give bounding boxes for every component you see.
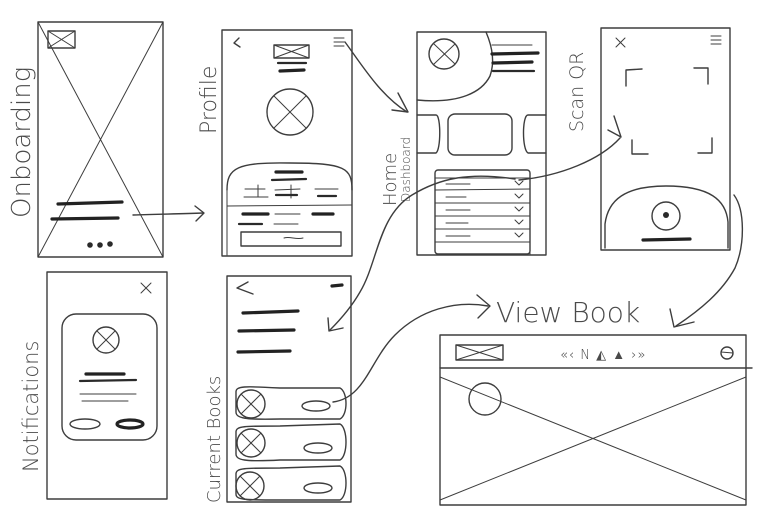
book-list (434, 169, 531, 255)
close-icon[interactable] (615, 37, 626, 48)
home-dashboard-screen: Home Dashboard (380, 31, 547, 256)
flow-arrow (518, 115, 622, 181)
flow-arrow (132, 205, 205, 222)
profile-button[interactable] (240, 231, 342, 247)
pagination-dots (87, 241, 113, 248)
header-curve (416, 31, 494, 102)
current-books-frame (226, 275, 352, 503)
view-book-frame (439, 334, 747, 506)
divider (226, 204, 353, 207)
scan-qr-label: Scan QR (566, 52, 588, 132)
current-books-label: Current Books (204, 376, 225, 503)
home-label: Home (380, 153, 401, 206)
text-line (241, 309, 300, 315)
settings-icon[interactable] (720, 346, 734, 360)
text-line (278, 68, 306, 73)
text-line (270, 177, 308, 182)
logo-placeholder (455, 344, 504, 361)
book-item[interactable] (235, 465, 347, 501)
button-label-scribble (283, 236, 304, 240)
accept-button[interactable] (115, 418, 145, 430)
flow-arrow (332, 294, 491, 403)
profile-frame (221, 29, 353, 257)
back-icon (233, 37, 241, 48)
list-rows[interactable] (434, 180, 531, 243)
text-line (237, 328, 296, 333)
view-book-label: View Book (496, 296, 640, 329)
flow-arrow (344, 41, 409, 113)
notification-card (61, 313, 158, 441)
text-line (78, 378, 138, 383)
menu-icon (333, 37, 345, 47)
text-line (641, 237, 692, 242)
flow-arrow (669, 194, 744, 328)
profile-screen: Profile (197, 29, 353, 257)
logo-placeholder (47, 30, 76, 49)
back-icon[interactable] (236, 281, 254, 295)
avatar (428, 38, 460, 70)
notifications-label: Notifications (19, 341, 43, 472)
flow-arrow (327, 175, 516, 332)
close-icon[interactable] (140, 282, 152, 294)
onboarding-screen: Onboarding (7, 21, 164, 258)
scan-frame (600, 27, 731, 251)
book-item[interactable] (235, 423, 347, 462)
reader-nav-controls[interactable]: «‹ N ◭ ▲ ›» (560, 348, 646, 363)
onboarding-frame (37, 21, 164, 258)
category-cards[interactable] (416, 113, 547, 156)
profile-label: Profile (197, 66, 222, 134)
text-line (490, 51, 540, 56)
menu-icon[interactable] (330, 283, 344, 288)
scan-panel (604, 185, 729, 249)
stats-row (243, 184, 339, 199)
avatar (266, 88, 314, 136)
current-books-screen: Current Books (204, 275, 352, 503)
dashboard-label: Dashboard (399, 137, 413, 202)
book-item[interactable] (235, 386, 347, 420)
menu-icon[interactable] (710, 35, 722, 45)
shutter-button[interactable] (651, 201, 681, 231)
text-line (491, 60, 534, 65)
logo-placeholder (273, 44, 310, 59)
view-book-screen: View Book «‹ N ◭ ▲ ›» (439, 296, 753, 506)
notifications-screen: Notifications (19, 271, 168, 500)
home-frame (416, 31, 547, 256)
card-top (226, 162, 353, 191)
text-line (50, 216, 120, 221)
scan-qr-screen: Scan QR (566, 27, 731, 251)
text-line (236, 349, 292, 354)
scan-viewfinder (625, 67, 713, 155)
avatar (468, 382, 502, 416)
text-line (56, 200, 124, 206)
decline-button[interactable] (69, 418, 101, 430)
avatar (92, 326, 120, 354)
placeholder-cross (439, 376, 747, 501)
notifications-frame (46, 271, 168, 500)
onboarding-label: Onboarding (7, 67, 37, 218)
